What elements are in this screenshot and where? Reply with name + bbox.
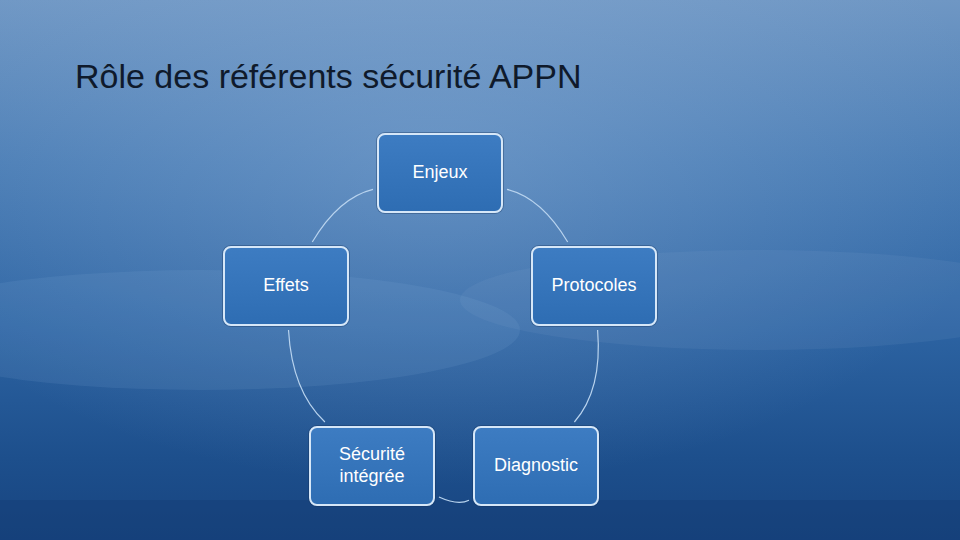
slide-title: Rôle des référents sécurité APPN	[75, 56, 581, 97]
box-label: Diagnostic	[494, 455, 578, 477]
box-label: Protocoles	[551, 275, 636, 297]
cycle-connector	[574, 330, 598, 422]
process-box: Effets	[223, 246, 349, 326]
process-box: Sécurité intégrée	[309, 426, 435, 506]
box-label: Enjeux	[412, 162, 467, 184]
box-label: Sécurité intégrée	[322, 444, 422, 487]
process-box: Enjeux	[377, 133, 503, 213]
cycle-connector	[507, 189, 568, 242]
cycle-connector	[312, 189, 373, 242]
cycle-connector	[289, 330, 325, 422]
process-box: Diagnostic	[473, 426, 599, 506]
box-label: Effets	[263, 275, 309, 297]
cycle-connector	[439, 497, 469, 502]
process-box: Protocoles	[531, 246, 657, 326]
